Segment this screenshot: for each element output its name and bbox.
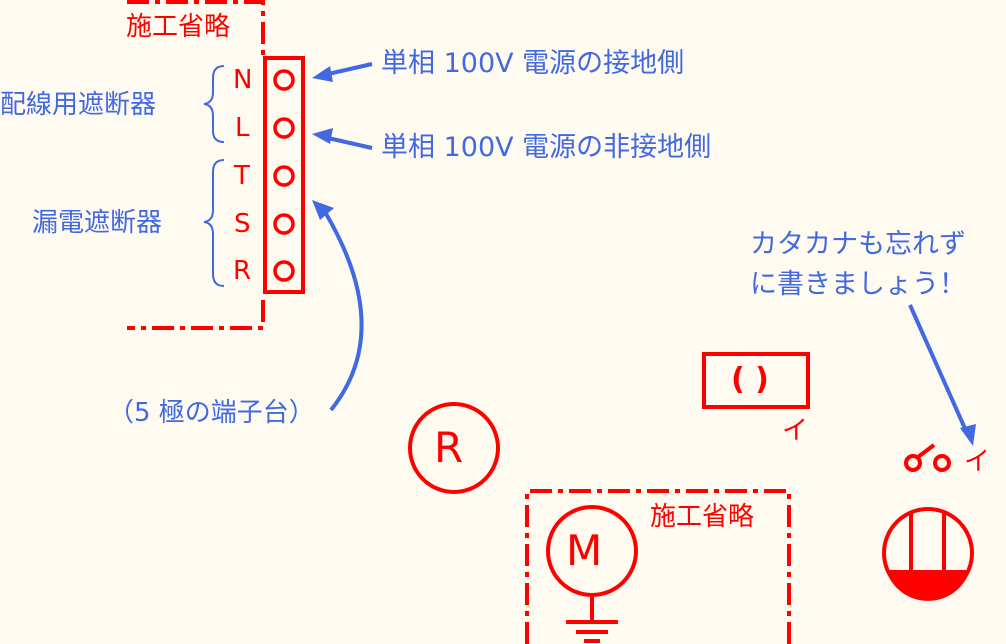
relay-symbol <box>408 402 500 494</box>
katakana-note-line1: カタカナも忘れず <box>750 229 966 260</box>
katakana-note-line2: に書きましょう！ <box>750 269 966 300</box>
group-label-leakage-breaker: 漏電遮断器 <box>32 208 163 238</box>
box-parentheses: ( ) <box>731 362 769 397</box>
terminal-label-l: L <box>235 113 250 143</box>
terminal-label-s: S <box>234 209 251 239</box>
half-filled-circle-symbol <box>882 507 974 601</box>
box-tag: イ <box>782 416 809 446</box>
switch-box-symbol <box>702 352 810 409</box>
motor-letter: M <box>566 526 603 575</box>
terminal-label-n: N <box>233 65 253 95</box>
omitted-frame-bottom <box>525 489 791 644</box>
terminal-label-t: T <box>234 161 250 191</box>
omitted-frame-top <box>127 0 265 330</box>
terminal-screws <box>273 69 295 282</box>
terminal-block-label: （5 極の端子台） <box>108 398 315 428</box>
relay-letter: R <box>434 423 464 472</box>
ground-icon <box>566 595 618 643</box>
omitted-label: 施工省略 <box>126 12 231 42</box>
switch-symbol <box>904 443 951 472</box>
arrow-icon <box>312 62 976 446</box>
terminal-label-r: R <box>233 256 252 286</box>
terminal-block <box>263 56 305 294</box>
omitted-label-2: 施工省略 <box>650 502 755 532</box>
annotation-ungrounded-side: 単相 100V 電源の非接地側 <box>381 132 712 163</box>
switch-tag: イ <box>964 447 991 477</box>
group-label-breaker: 配線用遮断器 <box>0 90 157 120</box>
brace-icon <box>203 65 225 287</box>
annotation-grounded-side: 単相 100V 電源の接地側 <box>381 48 685 79</box>
